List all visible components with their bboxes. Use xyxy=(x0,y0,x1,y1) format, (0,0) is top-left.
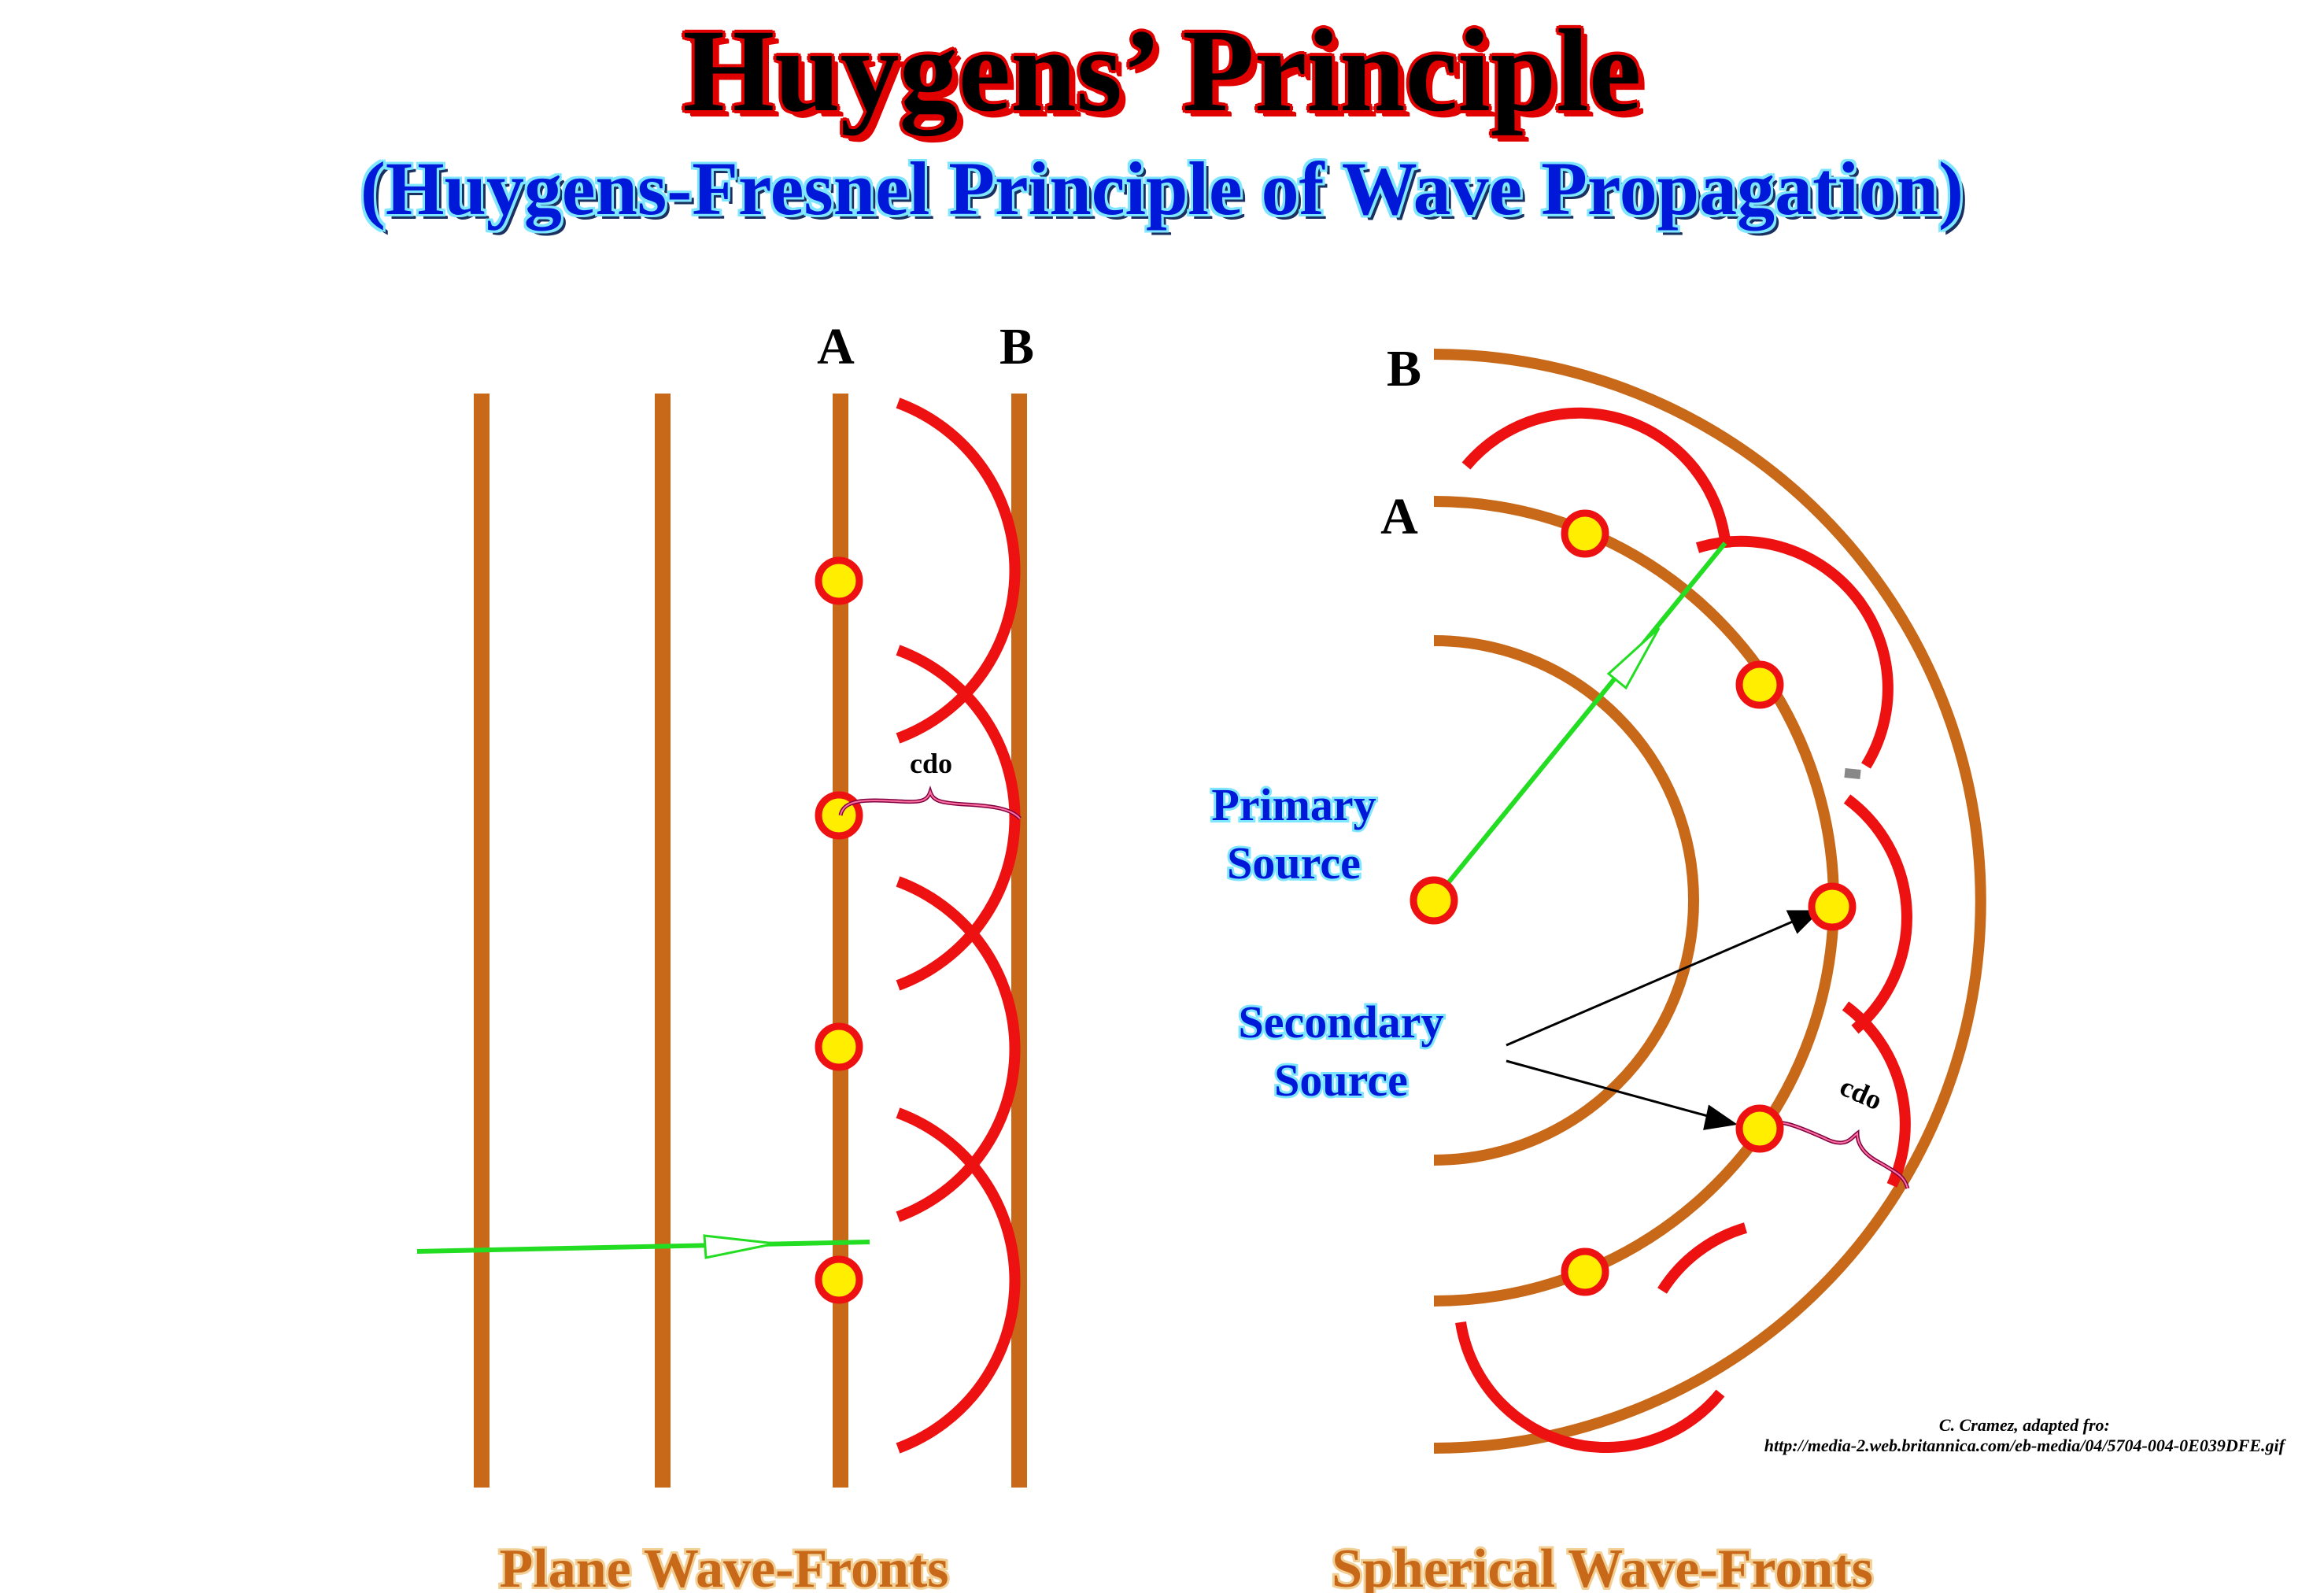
page-title: Huygens’ Principle xyxy=(682,6,1642,136)
spherical-wavelet-3 xyxy=(1843,794,1912,1034)
spherical-source-3 xyxy=(1808,882,1857,931)
plane-source-3 xyxy=(815,1022,863,1071)
spherical-caption: Spherical Wave-Fronts xyxy=(1332,1539,1873,1593)
plane-source-1 xyxy=(815,556,863,605)
primary-source-label-line1: Primary xyxy=(1211,779,1376,830)
secondary-pointer-2 xyxy=(1506,1059,1709,1118)
spherical-wavelet-5 xyxy=(1455,1321,1725,1453)
primary-source xyxy=(1410,876,1458,925)
credit-line-2: http://media-2.web.britannica.com/eb-med… xyxy=(1764,1436,2285,1455)
secondary-source-label-line1: Secondary xyxy=(1239,996,1444,1048)
secondary-pointer-1 xyxy=(1506,919,1795,1047)
spherical-source-1 xyxy=(1561,509,1609,558)
spherical-wave-panel: cdo B A Primary Source Secondary Source … xyxy=(1209,340,1986,1593)
spherical-source-5 xyxy=(1561,1247,1609,1296)
spherical-source-4 xyxy=(1735,1104,1784,1153)
page-subtitle: (Huygens-Fresnel Principle of Wave Propa… xyxy=(360,146,1964,231)
spherical-wavefront-inner xyxy=(1433,635,1699,1166)
spherical-source-2 xyxy=(1735,660,1784,709)
spherical-label-a: A xyxy=(1380,488,1418,545)
spherical-wavelet-1 xyxy=(1461,407,1731,549)
secondary-source-label-line2: Source xyxy=(1274,1055,1408,1106)
image-credit: C. Cramez, adapted fro: http://media-2.w… xyxy=(1764,1415,2285,1456)
plane-wave-panel: cdo A B Plane Wave-Fronts xyxy=(416,318,1034,1593)
plane-wavelet-1 xyxy=(896,397,1021,744)
spherical-wavefront-a xyxy=(1433,496,1839,1307)
spherical-wavelet-6 xyxy=(1657,1222,1748,1294)
plane-ray-arrowhead xyxy=(703,1234,776,1259)
plane-wavelet-3 xyxy=(896,876,1021,1222)
plane-cdo-brace xyxy=(838,785,1022,820)
spherical-cdo-label: cdo xyxy=(1835,1070,1887,1117)
primary-source-label-line2: Source xyxy=(1227,837,1361,889)
plane-cdo-label: cdo xyxy=(910,748,952,779)
plane-wavelet-2 xyxy=(896,645,1021,991)
plane-caption: Plane Wave-Fronts xyxy=(499,1539,948,1593)
plane-source-4 xyxy=(815,1255,863,1304)
spherical-ray-arrowhead xyxy=(1606,626,1661,690)
spherical-wavefront-b xyxy=(1433,349,1986,1454)
spherical-ray xyxy=(1432,541,1727,902)
plane-label-b: B xyxy=(999,318,1034,375)
spherical-wavelet-4 xyxy=(1842,1001,1911,1188)
credit-line-1: C. Cramez, adapted fro: xyxy=(1938,1415,2110,1435)
plane-ray xyxy=(416,1240,870,1254)
spherical-cdo-brace xyxy=(1762,1120,1910,1189)
plane-label-a: A xyxy=(817,318,855,375)
spherical-label-b: B xyxy=(1387,340,1421,397)
spherical-wavelet-2 xyxy=(1695,535,1894,769)
plane-wavelet-4 xyxy=(896,1107,1021,1454)
